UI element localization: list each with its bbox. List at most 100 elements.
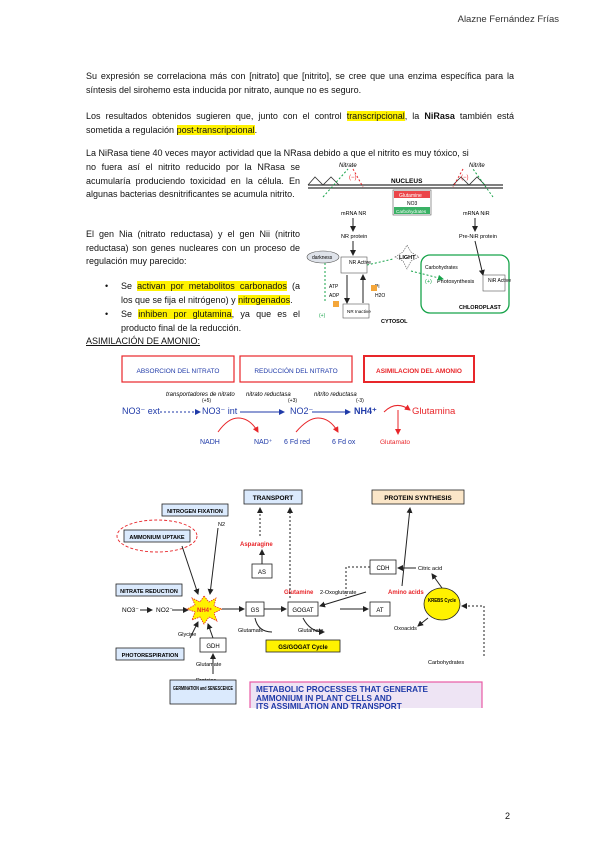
fig2-ox3: (+3) (288, 398, 297, 404)
fig1-cytosol: CYTOSOL (381, 319, 408, 325)
fig1-adp: ADP (329, 293, 340, 299)
fig3-citric: Citric acid (418, 566, 442, 572)
fig3-ammonium-uptake-box (123, 529, 191, 543)
fig3-title-box (249, 681, 483, 708)
fig2-transportadores: transportadores de nitrato (166, 392, 235, 398)
fig3-cdh: CDH (377, 566, 390, 572)
fig1-chloroplast: CHLOROPLAST (459, 305, 502, 311)
fig1-nr-active: NR Active (349, 260, 371, 266)
fig1-carbohydrates2: Carbohydrates (425, 265, 458, 271)
bullet-inhiben: Se inhiben por glutamina, ya que es el p… (105, 308, 300, 335)
fig3-gdh: GDH (206, 644, 219, 650)
fig2-no3-ext: NO3⁻ ext (122, 406, 160, 416)
fig3-glycine: Glycine (178, 632, 196, 638)
fig3-glutamate-1: Glutamate (238, 628, 263, 634)
fig3-oxoacids: Oxoacids (394, 626, 417, 632)
fig1-nr-protein: NR protein (341, 234, 367, 240)
fig3-germination: GERMINATION and SENESCENCE (173, 686, 233, 692)
fig2-absorcion: ABSORCION DEL NITRATO (137, 368, 220, 375)
fig3-photorespiration-box (115, 647, 185, 661)
fig2-nadh: NADH (200, 439, 220, 446)
fig1-nuclear-membrane (308, 184, 503, 189)
fig2-box-asimilacion (363, 355, 475, 383)
fig1-darkness: darkness (312, 255, 333, 261)
paragraph-2: Los resultados obtenidos sugieren que, j… (86, 111, 515, 135)
fig2-glutamina: Glutamina (412, 406, 456, 417)
fig1-glutamine: Glutamine (399, 193, 422, 199)
fig1-nir-active: NiR Active (488, 278, 511, 284)
fig3-glutamate: Glutamate (196, 662, 221, 668)
section-title: ASIMILACIÓN DE AMONIO: (86, 336, 201, 346)
fig1-chloroplast-border (420, 254, 510, 314)
page-header-author: Alazne Fernández Frías (457, 14, 559, 25)
fig3-no3: NO3⁻ (122, 607, 139, 614)
fig3-n2: N2 (218, 522, 225, 528)
fig3-glutamine: Glutamine (284, 590, 314, 596)
fig2-nh4: NH4⁺ (354, 406, 377, 416)
fig3-gs-gogat: GS/GOGAT Cycle (278, 645, 328, 651)
fig2-asimilacion: ASIMILACION DEL AMONIO (376, 368, 462, 375)
fig3-title-line-1: METABOLIC PROCESSES THAT GENERATE (256, 685, 428, 694)
fig1-pi: Pi (375, 284, 379, 290)
highlight-post-transcripcional: post-transcripcional (176, 124, 255, 135)
fig2-nitrito-reductasa: nitrito reductasa (314, 392, 357, 398)
fig3-germination-box (169, 679, 237, 705)
fig3-nh4-burst (186, 595, 223, 625)
fig3-title-line-2: AMMONIUM IN PLANT CELLS AND (256, 694, 392, 703)
fig2-nad: NAD⁺ (254, 439, 273, 446)
fig1-nitrite: Nitrite (469, 163, 485, 169)
fig1-darkness-ellipse (306, 250, 340, 264)
fig1-h2o: H2O (375, 293, 385, 299)
fig3-transport: TRANSPORT (253, 495, 293, 502)
fig2-ox5: (+5) (202, 398, 211, 404)
fig1-nir-active-box (482, 274, 506, 292)
fig1-plus-2: (+) (319, 313, 326, 319)
paragraph-1: Su expresión se correlaciona más con [ni… (86, 71, 514, 95)
fig2-ox-3: (-3) (356, 398, 364, 404)
page-number: 2 (505, 811, 511, 821)
fig2-nitrato-reductasa: nitrato reductasa (246, 392, 291, 398)
fig3-gogat: GOGAT (292, 608, 314, 614)
fig1-nr-inactive-box (342, 303, 370, 319)
fig3-nitrate-reduction: NITRATE REDUCTION (120, 589, 178, 595)
fig1-light-burst (394, 244, 420, 270)
fig3-glutamate-2: Glutamate (298, 628, 323, 634)
fig3-krebs: KREBS Cycle (428, 598, 456, 604)
fig1-light: LIGHT (399, 255, 416, 261)
figure-metabolic-processes: TRANSPORT PROTEIN SYNTHESIS NITROGEN FIX… (115, 489, 485, 708)
fig3-nh4: NH4⁺ (197, 607, 212, 614)
paragraph-3-first-line: La NiRasa tiene 40 veces mayor actividad… (86, 148, 469, 158)
fig2-box-absorcion (121, 355, 235, 383)
fig3-no2: NO2⁻ (156, 607, 173, 614)
fig2-no3-int: NO3⁻ int (202, 406, 238, 416)
paragraph-4: El gen Nia (nitrato reductasa) y el gen … (86, 229, 300, 266)
fig1-minus-2: (−) (461, 175, 469, 181)
fig3-gs-gogat-box (265, 639, 341, 653)
fig3-carbohydrates: Carbohydrates (428, 660, 464, 666)
bullet-list: Se activan por metabolitos carbonados (a… (105, 280, 300, 336)
fig3-at-box (369, 601, 391, 617)
fig3-ammonium-uptake-ellipse (116, 519, 198, 553)
fig1-atp: ATP (329, 284, 339, 290)
fig1-nucleus: NUCLEUS (391, 178, 423, 185)
fig3-oxoglutarate: 2-Oxoglutarate (320, 590, 356, 596)
fig2-no2: NO2⁻ (290, 406, 314, 416)
fig1-mrna-nir: mRNA NiR (463, 211, 490, 217)
fig3-nitrogen-fixation: NITROGEN FIXATION (167, 509, 223, 515)
fig3-at: AT (376, 608, 384, 614)
fig1-photosynthesis: Photosynthesis (437, 279, 475, 285)
fig3-gogat-box (287, 601, 319, 617)
fig2-box-reduccion (239, 355, 353, 383)
fig3-gs: GS (251, 608, 260, 614)
fig3-nitrogen-fixation-box (161, 503, 229, 517)
paragraph-3-rest: no fuera así el nitrito reducido por la … (86, 162, 300, 199)
highlight-transcripcional: transcripcional (346, 111, 405, 121)
fig1-nr-inactive: NR Inactive (347, 309, 371, 314)
fig1-pre-nir: Pre-NiR protein (459, 234, 497, 240)
fig3-transport-box (243, 489, 303, 505)
fig3-amino: Amino acids (388, 590, 424, 596)
fig3-nitrate-reduction-box (115, 583, 183, 597)
fig3-title-line-3: ITS ASSIMILATION AND TRANSPORT (256, 702, 402, 711)
fig2-fd-ox: 6 Fd ox (332, 439, 356, 446)
nirasa-bold: NiRasa (424, 111, 455, 121)
